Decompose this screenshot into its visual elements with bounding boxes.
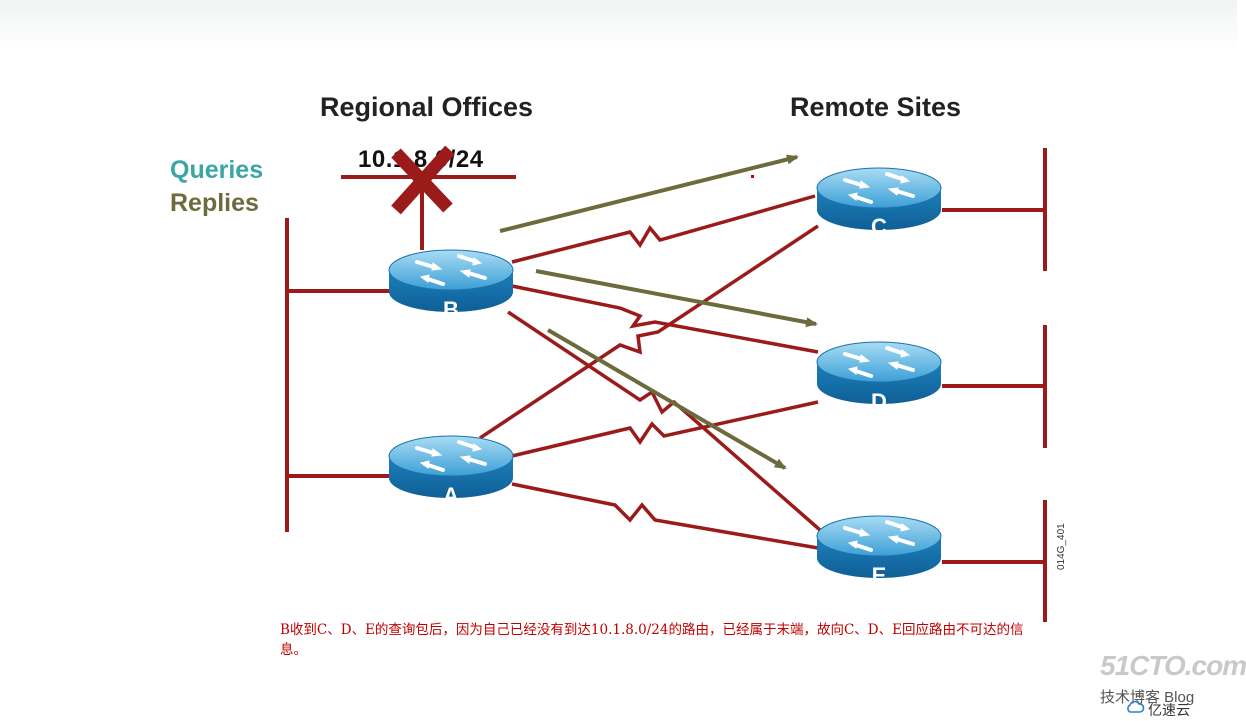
router-label-a: A: [443, 483, 459, 508]
red-dot: [751, 175, 754, 178]
watermark-cloud-text: 亿速云: [1148, 702, 1190, 718]
router-label-e: E: [871, 563, 887, 588]
legend-replies: Replies: [170, 189, 259, 217]
watermark-brand: 51CTO.com: [1100, 650, 1246, 681]
watermark-subtitle: 技术博客 Blog: [1100, 689, 1195, 706]
link-a-d: [511, 400, 819, 458]
router-label-d: D: [871, 389, 887, 414]
diagram-code: 014G_401: [1056, 523, 1067, 570]
lan-segments: [285, 148, 1047, 622]
reply-arrows: [499, 154, 818, 470]
wan-links: [479, 194, 822, 550]
link-a-e: [511, 482, 819, 550]
legend-queries: Queries: [170, 156, 264, 184]
explanation-note: B收到C、D、E的查询包后，因为自己已经没有到达10.1.8.0/24的路由，已…: [280, 622, 1024, 658]
link-b-e: [507, 310, 822, 532]
heading-remote-sites: Remote Sites: [790, 92, 962, 122]
link-b-c: [511, 194, 816, 264]
router-label-c: C: [871, 214, 887, 239]
reply-arrow-to-c: [499, 154, 799, 233]
heading-regional-offices: Regional Offices: [320, 92, 534, 122]
cloud-icon: [1127, 700, 1145, 713]
top-band: [0, 0, 1237, 50]
router-label-b: B: [443, 297, 459, 322]
subnet-label: 10.1.8.0/24: [358, 146, 484, 173]
link-b-d: [511, 284, 819, 354]
reply-arrow-to-e: [546, 328, 787, 470]
reply-arrow-to-d: [535, 269, 818, 328]
